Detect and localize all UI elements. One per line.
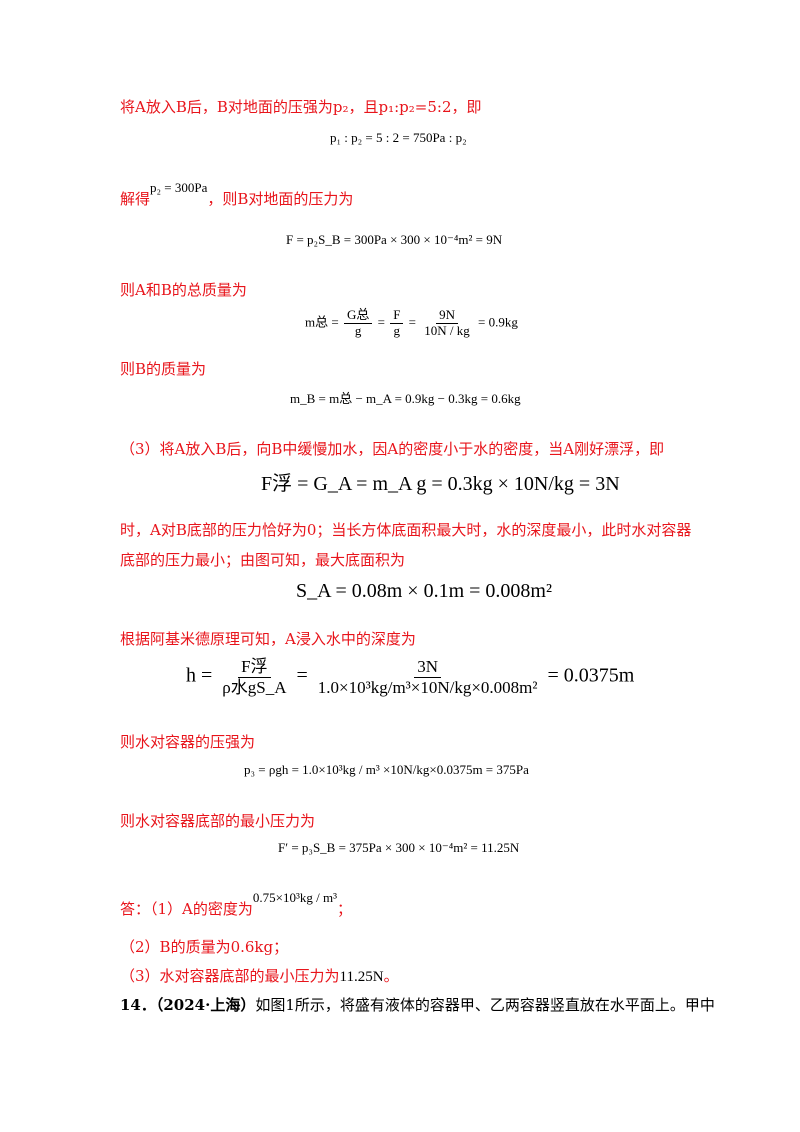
solution-line-4: 则B的质量为 (120, 360, 207, 378)
equation-buoyancy: F浮 = G_A = m_A g = 0.3kg × 10N/kg = 3N (261, 473, 620, 495)
question-number: 14． (120, 996, 156, 1014)
force-label: ，则B对地面的压力为 (207, 190, 354, 208)
solve-label: 解得 (120, 190, 151, 208)
equation-min-force: F′ = p₃S_B = 375Pa × 300 × 10⁻⁴m² = 11.2… (278, 840, 520, 855)
equation-force-b: F = p₂S_B = 300Pa × 300 × 10⁻⁴m² = 9N (286, 232, 503, 247)
answer-3-value: 11.25N (339, 969, 384, 985)
answer-line-1: 答：（1）A的密度为0.75×10³kg / m³； (120, 890, 353, 918)
answer-line-2: （2）B的质量为0.6kg； (120, 938, 289, 956)
solution-line-10: 则水对容器底部的最小压力为 (120, 812, 316, 830)
equation-pressure-ratio: p₁ : p₂ = 5 : 2 = 750Pa : p₂ (330, 130, 467, 145)
question-source: （2024·上海） (155, 996, 256, 1014)
solution-line-5: （3）将A放入B后，向B中缓慢加水，因A的密度小于水的密度，当A刚好漂浮，即 (120, 440, 665, 458)
equation-density-a: 0.75×10³kg / m³ (252, 890, 337, 905)
eq4-rhs: = 0.9kg (478, 314, 518, 330)
solution-line-1: 将A放入B后，B对地面的压强为p₂，且p₁:p₂=5:2，即 (120, 98, 482, 116)
equation-mass-b: m_B = m总 − m_A = 0.9kg − 0.3kg = 0.6kg (290, 391, 521, 406)
answer-1-label: 答：（1）A的密度为 (120, 900, 253, 918)
equation-pressure-water: p₃ = ρgh = 1.0×10³kg / m³ ×10N/kg×0.0375… (244, 762, 529, 777)
solution-line-8: 根据阿基米德原理可知，A浸入水中的深度为 (120, 630, 416, 648)
answer-3-label: （3）水对容器底部的最小压力为 (120, 967, 340, 985)
eq4-lhs: m总 = (305, 314, 339, 330)
solution-line-6: 时，A对B底部的压力恰好为0；当长方体底面积最大时，水的深度最小，此时水对容器 (120, 521, 692, 539)
solution-line-9: 则水对容器的压强为 (120, 733, 256, 751)
eq8-lhs: h = (186, 664, 213, 687)
solution-line-2: 解得p₂ = 300Pa，则B对地面的压力为 (120, 180, 354, 208)
eq8-rhs: = 0.0375m (547, 664, 635, 687)
answer-1-end: ； (337, 900, 353, 918)
equation-area: S_A = 0.08m × 0.1m = 0.008m² (296, 580, 552, 602)
solution-line-3: 则A和B的总质量为 (120, 281, 247, 299)
answer-line-3: （3）水对容器底部的最小压力为11.25N。 (120, 967, 399, 986)
answer-3-end: 。 (383, 967, 399, 985)
equation-p2: p₂ = 300Pa (150, 180, 208, 195)
solution-line-7: 底部的压力最小；由图可知，最大底面积为 (120, 551, 406, 569)
question-14: 14．（2024·上海）如图1所示，将盛有液体的容器甲、乙两容器竖直放在水平面上… (120, 996, 715, 1014)
question-text: 如图1所示，将盛有液体的容器甲、乙两容器竖直放在水平面上。甲中 (255, 996, 715, 1014)
